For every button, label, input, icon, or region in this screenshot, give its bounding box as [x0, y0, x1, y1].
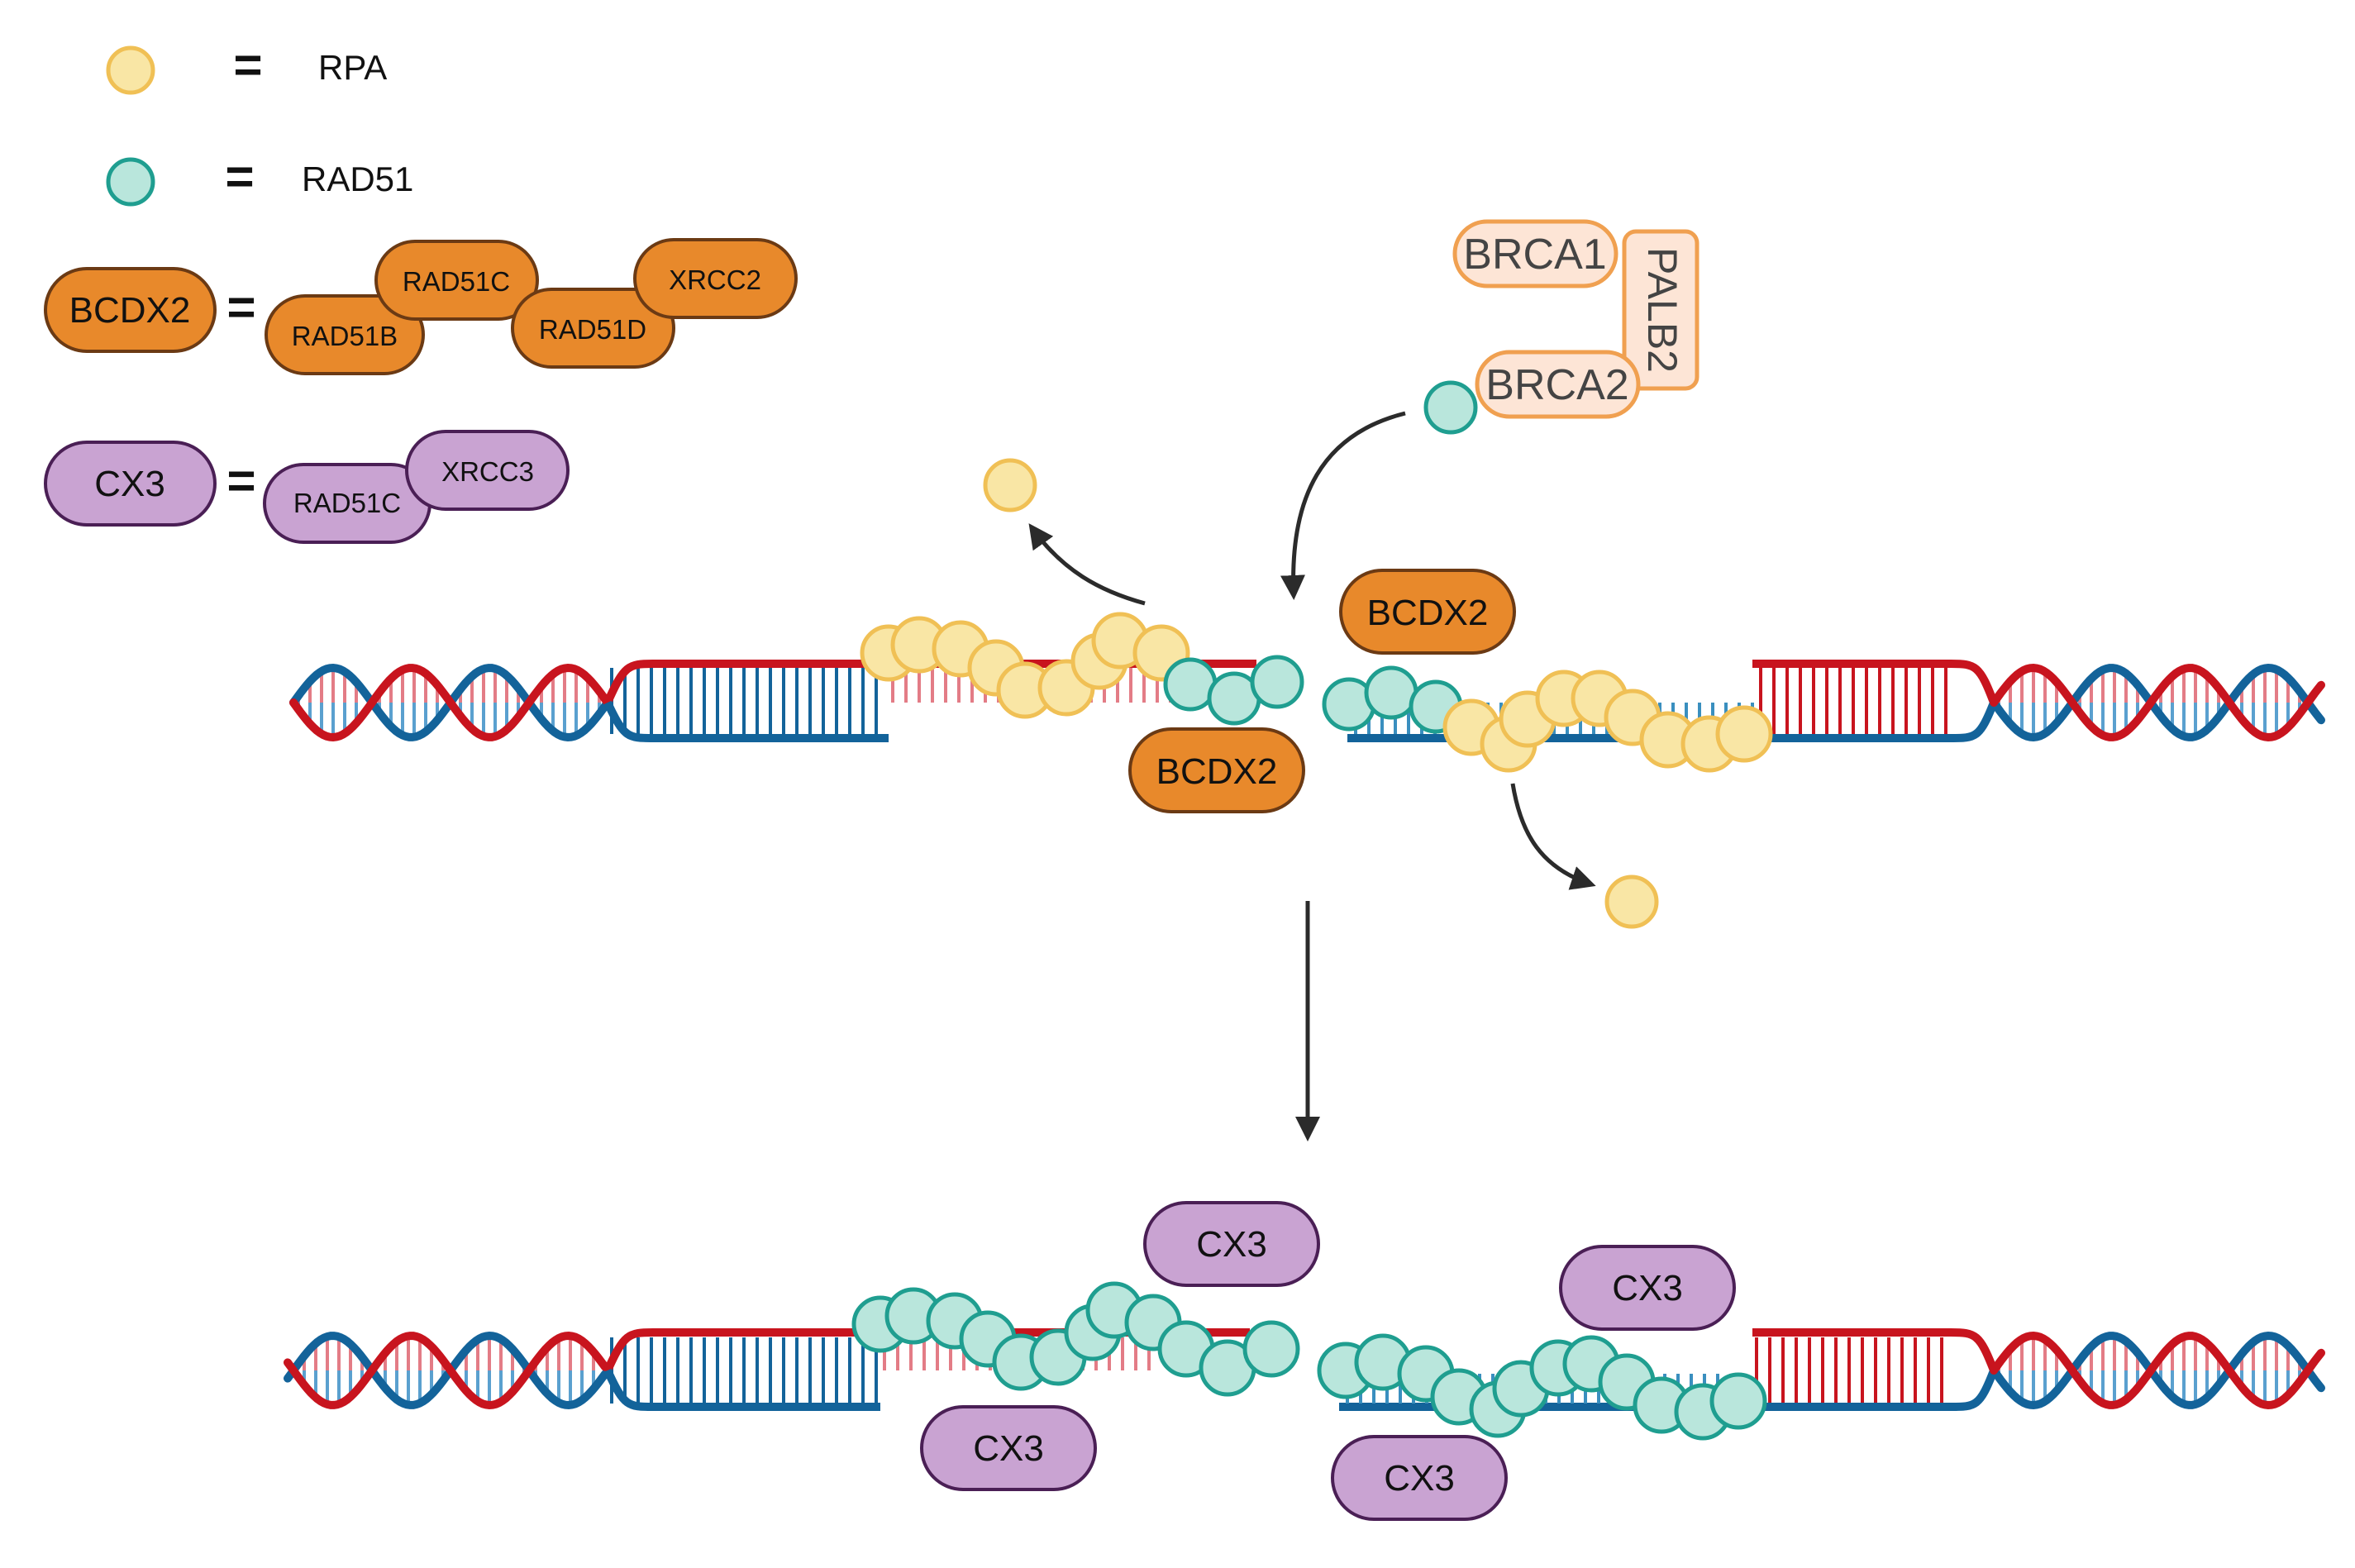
- rad51-icon: [1242, 1320, 1300, 1378]
- legend-equals: =: [225, 149, 254, 204]
- bcdx2-label: BCDX2: [69, 290, 191, 331]
- arrows: [1028, 411, 1596, 1141]
- legend-rpa-label: RPA: [318, 48, 387, 87]
- rad51-filament-right: [1317, 1333, 1767, 1441]
- rad51b-label: RAD51B: [292, 321, 398, 351]
- brca2-box: [1475, 350, 1641, 419]
- cx3-complex: [44, 441, 217, 527]
- cx3-complex-2: CX3: [1559, 1245, 1736, 1331]
- dna-bases: [1759, 668, 1947, 734]
- brca-mediator-complex: PALB2 BRCA1 BRCA2: [1423, 219, 1700, 435]
- rad51c-label: RAD51C: [293, 488, 401, 518]
- bcdx2-label: BCDX2: [1367, 593, 1489, 633]
- dna-strand: [1990, 663, 2325, 742]
- brca1-box: [1452, 219, 1618, 288]
- cx3-label: CX3: [973, 1428, 1044, 1469]
- rad51-cluster-right: [1322, 665, 1463, 734]
- dna-stage-2: CX3 CX3 CX3 CX3: [284, 1201, 2325, 1521]
- legend-rad51: = RAD51: [106, 149, 413, 207]
- rpa-cluster-left: [860, 612, 1190, 719]
- brca1-label: BRCA1: [1463, 231, 1606, 279]
- dna-strand: [284, 1331, 609, 1410]
- dna-strand: [1990, 1331, 2325, 1410]
- palb2-box: [1622, 229, 1700, 391]
- rpa-icon: [1715, 705, 1773, 763]
- rpa-release-arrow-right: [1510, 783, 1596, 890]
- rad51-icon: [1250, 655, 1304, 709]
- dna-stage-1: BCDX2 BCDX2: [289, 569, 2325, 813]
- xrcc2-subunit: [633, 238, 798, 319]
- rad51-icon: [1709, 1372, 1767, 1430]
- rpa-icon: [106, 45, 155, 95]
- rpa-icon: [1604, 875, 1659, 929]
- dna-strand: [289, 663, 612, 742]
- cx3-label: CX3: [1196, 1224, 1267, 1265]
- rad51b-subunit: [265, 294, 425, 375]
- legend-cx3: CX3 = RAD51C XRCC3: [44, 430, 570, 544]
- cx3-label: CX3: [1384, 1458, 1455, 1499]
- bcdx2-label: BCDX2: [1156, 751, 1278, 792]
- dna-strand: [1990, 663, 2325, 742]
- legend: = RPA = RAD51 BCDX2 = RAD51B RAD51C RAD5…: [44, 37, 798, 544]
- rad51-loading-arrow: [1280, 411, 1406, 600]
- cx3-label: CX3: [1612, 1268, 1683, 1308]
- legend-equals: =: [226, 453, 255, 508]
- cx3-complex-3: CX3: [920, 1405, 1097, 1491]
- legend-equals: =: [233, 37, 262, 93]
- rad51-filament-left: [851, 1281, 1300, 1397]
- palb2-label: PALB2: [1639, 247, 1685, 373]
- rpa-cluster-right: [1442, 670, 1773, 773]
- bcdx2-complex-bottom: BCDX2: [1128, 727, 1305, 813]
- bcdx2-complex: [44, 267, 217, 353]
- dna-bases: [1755, 1337, 1943, 1404]
- rad51-icon: [106, 157, 155, 207]
- xrcc3-label: XRCC3: [441, 456, 534, 487]
- rpa-icon: [983, 458, 1037, 512]
- cx3-complex-4: CX3: [1331, 1435, 1508, 1521]
- dna-bases: [610, 668, 878, 734]
- xrcc2-label: XRCC2: [669, 265, 761, 295]
- bcdx2-complex-top: BCDX2: [1339, 569, 1516, 655]
- rad51-cluster-left: [1163, 655, 1304, 726]
- dna-strand: [284, 1331, 609, 1410]
- cx3-complex-1: CX3: [1143, 1201, 1320, 1287]
- rad51c-subunit: [374, 240, 539, 321]
- brca2-label: BRCA2: [1485, 361, 1628, 409]
- rad51d-subunit: [511, 288, 675, 369]
- legend-rad51-label: RAD51: [302, 160, 413, 198]
- rad51-icon: [1364, 665, 1418, 720]
- xrcc3-subunit: [405, 430, 570, 511]
- rad51c-label: RAD51C: [403, 266, 510, 297]
- dna-strand: [1990, 1331, 2325, 1410]
- cx3-label: CX3: [94, 464, 165, 504]
- rpa-release-arrow-left: [1028, 523, 1146, 606]
- rad51d-label: RAD51D: [539, 314, 646, 345]
- legend-equals: =: [226, 279, 255, 335]
- dna-bases: [610, 1337, 878, 1404]
- legend-rpa: = RPA: [106, 37, 387, 95]
- legend-bcdx2: BCDX2 = RAD51B RAD51C RAD51D XRCC2: [44, 238, 798, 375]
- rad51-icon: [1423, 380, 1478, 435]
